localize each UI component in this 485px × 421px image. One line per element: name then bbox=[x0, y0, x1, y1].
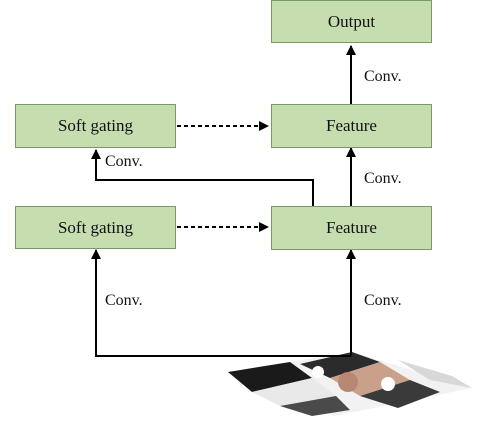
soft-gating-node-bottom-label: Soft gating bbox=[57, 217, 134, 237]
feature-node-bottom: Feature bbox=[271, 206, 432, 250]
feature-node-top-label: Feature bbox=[326, 116, 377, 135]
soft-gating-node-top-label: Soft gating bbox=[57, 116, 134, 135]
soft-gating-node-bottom: Soft gating bbox=[15, 206, 176, 249]
feature-node-top: Feature bbox=[271, 104, 432, 148]
arrow-feature-bottom-to-gating-top bbox=[91, 149, 314, 206]
input-image bbox=[228, 352, 472, 416]
soft-gating-node-top: Soft gating bbox=[15, 104, 176, 148]
output-node: Output bbox=[271, 0, 432, 43]
conv-label-gating-top: Conv. bbox=[105, 153, 143, 170]
output-node-label: Output bbox=[327, 11, 376, 31]
feature-node-bottom-label: Feature bbox=[326, 218, 377, 237]
conv-label-output: Conv. bbox=[364, 68, 402, 85]
arrow-image-to-gating-bottom bbox=[91, 249, 351, 357]
conv-label-gating-bottom: Conv. bbox=[105, 292, 143, 309]
conv-label-feature: Conv. bbox=[364, 170, 402, 187]
conv-label-feature-bottom: Conv. bbox=[364, 292, 402, 309]
